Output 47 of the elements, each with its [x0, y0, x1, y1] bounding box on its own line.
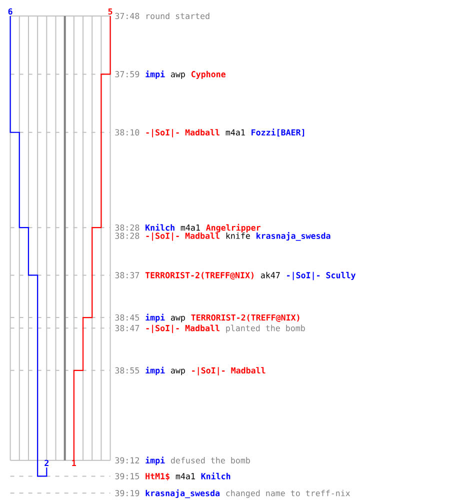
weapon-name: m4a1 — [180, 224, 200, 231]
player-name: Cyphone — [191, 70, 226, 79]
player-name: krasnaja_swesda — [146, 489, 220, 498]
player-name: -|SoI|- Madball — [146, 129, 220, 138]
player-name: -|SoI|- Madball — [146, 232, 220, 241]
player-name: impi — [146, 366, 165, 376]
timestamp: 38:28 — [115, 232, 140, 239]
timestamp: 39:12 — [115, 457, 139, 464]
player-name: impi — [146, 456, 165, 466]
count-label: 6 — [8, 8, 12, 15]
weapon-name: awp — [171, 316, 185, 322]
player-name: Knilch — [146, 224, 174, 231]
weapon-name: knife — [226, 232, 250, 239]
player-name: impi — [146, 314, 165, 322]
event-text: planted the bomb — [226, 324, 305, 333]
player-name: Angelripper — [206, 224, 260, 232]
event-text: changed name to treff-nix — [226, 490, 350, 498]
timestamp: 37:59 — [115, 71, 140, 78]
player-name: Fozzi[BAER] — [252, 128, 304, 136]
weapon-name: awp — [171, 72, 185, 79]
count-label: 5 — [108, 8, 112, 15]
player-name: -|SoI|- Madball — [192, 367, 266, 376]
timestamp: 38:47 — [115, 324, 140, 332]
timestamp: 38:45 — [115, 314, 140, 321]
timestamp: 38:37 — [115, 272, 140, 278]
timestamp: 39:15 — [115, 473, 140, 480]
weapon-name: m4a1 — [176, 473, 195, 480]
timestamp: 39:19 — [115, 490, 140, 496]
timestamp: 38:28 — [115, 224, 140, 231]
timestamp: 37:48 — [115, 12, 140, 20]
count-label: 1 — [72, 460, 76, 466]
timestamp: 38:10 — [115, 129, 140, 136]
weapon-name: awp — [171, 368, 185, 376]
weapon-name: ak47 — [260, 272, 280, 278]
player-name: impi — [146, 70, 165, 79]
player-name: TERRORIST-2(TREFF@NIX) — [191, 314, 300, 322]
player-name: -|SoI|- Madball — [146, 324, 220, 334]
weapon-name: m4a1 — [226, 129, 245, 136]
player-name: HtM1$ — [146, 472, 170, 480]
player-name: krasnaja_swesda — [256, 232, 330, 241]
player-name: TERRORIST-2(TREFF@NIX) — [145, 272, 254, 280]
event-text: round started — [146, 12, 210, 20]
player-name: Knilch — [201, 472, 230, 480]
count-label: 2 — [44, 460, 48, 466]
player-name: -|SoI|- Scully — [287, 272, 356, 280]
timestamp: 38:55 — [115, 367, 140, 374]
event-text: defused the bomb — [170, 457, 250, 464]
